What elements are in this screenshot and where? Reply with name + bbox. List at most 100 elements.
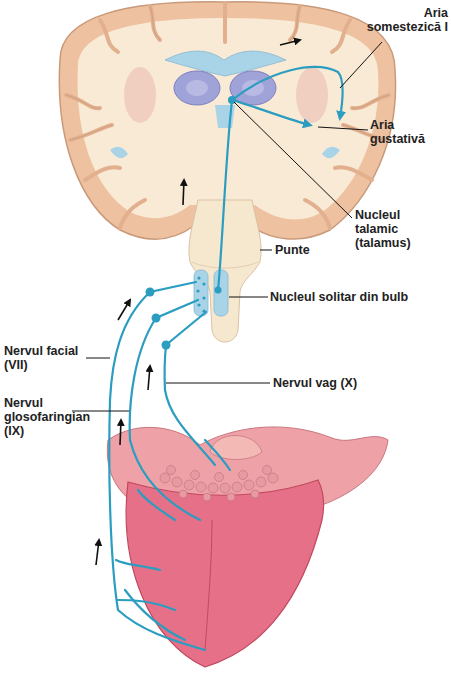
tongue xyxy=(268,473,278,483)
tongue xyxy=(220,483,230,493)
structure-label: Punte xyxy=(275,243,335,257)
leader-line xyxy=(229,297,268,298)
brain-section xyxy=(66,6,389,140)
direction-arrow xyxy=(280,40,300,45)
brain-section xyxy=(124,67,156,123)
brain-section xyxy=(66,95,100,108)
tongue xyxy=(203,493,211,501)
brainstem xyxy=(214,270,228,316)
brainstem xyxy=(197,276,200,279)
direction-arrow xyxy=(96,540,99,565)
nerve-fiber xyxy=(205,440,230,470)
tongue xyxy=(208,483,218,493)
brain-section xyxy=(174,71,220,105)
brain-section xyxy=(223,3,227,42)
leader-line xyxy=(234,102,352,218)
neuron-body xyxy=(215,287,222,294)
brain-section xyxy=(120,200,145,228)
direction-arrow xyxy=(120,420,121,445)
tongue xyxy=(256,477,266,487)
brainstem xyxy=(196,276,205,312)
brain-section xyxy=(70,125,112,140)
brain-section xyxy=(85,167,120,180)
nerve-fiber xyxy=(109,67,342,650)
nerve-fiber xyxy=(138,490,175,520)
structure-label: Nervul glosofaringian (IX) xyxy=(4,396,90,438)
tongue xyxy=(160,466,278,502)
brain-section xyxy=(70,125,112,140)
brain-section xyxy=(150,6,160,40)
nerve-fiber xyxy=(109,282,205,650)
tongue xyxy=(126,480,323,667)
leader-line xyxy=(72,42,382,411)
leader-line xyxy=(166,383,270,384)
tongue xyxy=(179,490,187,498)
brain-section xyxy=(322,147,340,158)
brain-section xyxy=(352,95,389,108)
leader-line xyxy=(340,42,382,88)
tongue xyxy=(251,490,259,498)
nerve-fiber xyxy=(218,100,232,290)
tongue xyxy=(210,436,262,460)
brain-section xyxy=(150,6,160,40)
tongue xyxy=(244,480,254,490)
brain-section xyxy=(110,147,128,158)
brain-section xyxy=(230,71,276,105)
direction-arrow xyxy=(96,40,300,565)
nerve-fiber xyxy=(232,67,343,118)
brain-section xyxy=(66,3,389,228)
structure-label: Aria somestezică I xyxy=(362,6,448,34)
tongue xyxy=(191,471,200,480)
tongue xyxy=(167,466,176,475)
tongue xyxy=(227,493,235,501)
tongue xyxy=(160,473,170,483)
neuron-body xyxy=(152,314,161,323)
brain-section xyxy=(78,18,379,219)
tongue xyxy=(239,471,248,480)
structure-label: Nervul vag (X) xyxy=(273,376,393,390)
brain-section xyxy=(290,6,300,40)
nerve-fiber xyxy=(118,600,175,610)
neuron-body xyxy=(146,288,155,297)
structure-label: Nervul facial (VII) xyxy=(4,344,86,372)
brainstem xyxy=(202,296,205,299)
nerve-fiber xyxy=(125,590,185,640)
brain-section xyxy=(335,167,372,180)
structure-label: Nucleul talamic (talamus) xyxy=(355,208,417,250)
direction-arrow xyxy=(118,300,130,320)
brain-section xyxy=(186,80,208,96)
brain-section xyxy=(305,200,330,228)
brain-section xyxy=(100,20,118,52)
structure-label: Aria gustativă xyxy=(370,118,434,146)
nerve-fiber xyxy=(116,560,160,570)
leader-line xyxy=(260,250,272,251)
brain-section xyxy=(66,95,100,108)
brain-section xyxy=(332,20,350,52)
structure-label: Nucleul solitar din bulb xyxy=(270,290,448,304)
tongue xyxy=(215,473,224,482)
tongue xyxy=(172,477,182,487)
tongue xyxy=(232,482,242,492)
neuron-body xyxy=(146,96,237,350)
brain-section xyxy=(352,95,389,108)
brain-section xyxy=(165,51,286,76)
brainstem xyxy=(189,200,261,342)
direction-arrow xyxy=(148,366,150,390)
brainstem xyxy=(192,262,258,268)
leader-line xyxy=(86,358,110,359)
brainstem xyxy=(189,200,261,342)
tongue xyxy=(263,466,272,475)
brainstem xyxy=(196,289,199,292)
tongue xyxy=(196,482,206,492)
brain-section xyxy=(290,6,300,40)
leader-line xyxy=(318,127,368,130)
direction-arrow xyxy=(183,180,184,205)
nerve-fiber xyxy=(232,100,310,125)
neuron-body xyxy=(162,341,171,350)
brain-section xyxy=(296,67,328,123)
nerve-fiber xyxy=(130,300,200,520)
brainstem xyxy=(194,270,208,316)
brainstem xyxy=(202,282,205,285)
